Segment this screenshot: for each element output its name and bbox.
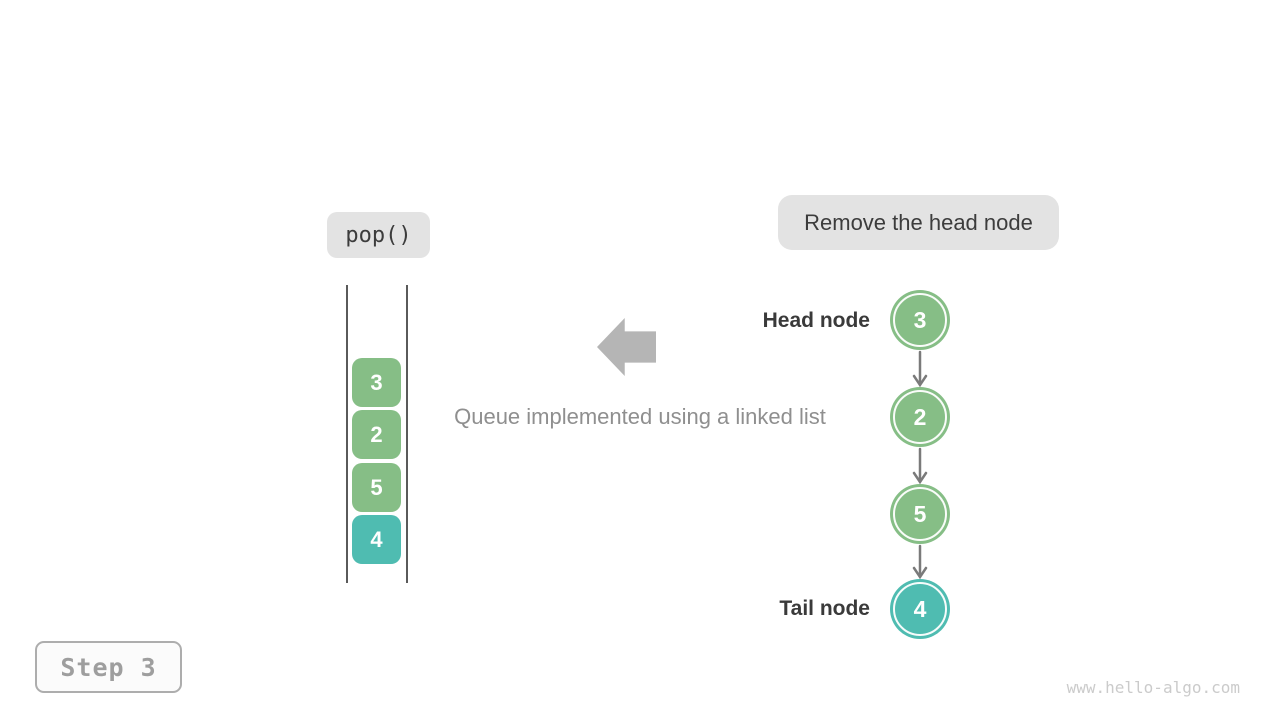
node-link-arrows [912,350,928,580]
queue-stack: 3 2 5 4 [346,285,408,583]
linked-list-node: 3 [890,290,950,350]
diagram-caption: Queue implemented using a linked list [454,404,826,429]
linked-list-node: 4 [890,579,950,639]
linked-list-node: 2 [890,387,950,447]
stack-cell: 2 [352,410,401,459]
down-arrowhead-icon [912,566,928,580]
stack-cell: 5 [352,463,401,512]
stack-cell: 4 [352,515,401,564]
left-block-arrow-icon [597,318,656,376]
linked-list: 3 2 5 4 [890,290,950,640]
down-arrowhead-icon [912,471,928,485]
remove-head-annotation: Remove the head node [778,195,1059,250]
tail-node-label: Tail node [779,597,870,620]
head-node-label: Head node [762,309,870,332]
stack-left-wall [346,285,348,583]
down-arrowhead-icon [912,374,928,388]
watermark-url: www.hello-algo.com [1066,678,1240,697]
linked-list-node: 5 [890,484,950,544]
stack-right-wall [406,285,408,583]
step-badge: Step 3 [35,641,182,693]
pop-operation-label: pop() [327,212,430,258]
stack-cell: 3 [352,358,401,407]
